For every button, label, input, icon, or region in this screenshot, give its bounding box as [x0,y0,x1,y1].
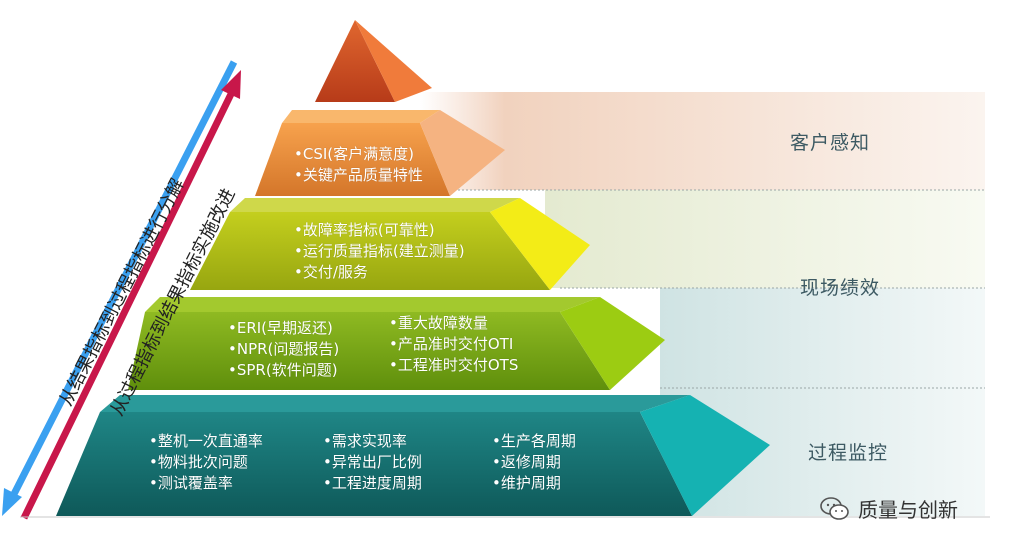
tier5-side [640,395,770,516]
improve-arrow [20,70,241,520]
tier5-top [100,395,690,412]
tier5-item: •整机一次直通率 [149,432,263,450]
tier1-side [355,20,432,102]
tier4-col2: •重大故障数量 •产品准时交付OTI •工程准时交付OTS [389,313,518,376]
wechat-icon [820,496,849,520]
tier5-item: •返修周期 [492,453,561,471]
tier5-item: •工程进度周期 [323,474,422,492]
tier5-col2: •需求实现率 •异常出厂比例 •工程进度周期 [323,431,422,494]
tier3-top [230,198,520,212]
tier3-item: •故障率指标(可靠性) [294,221,435,239]
tier4-front [128,312,610,390]
watermark-text: 质量与创新 [858,498,958,522]
band-customer [420,92,985,190]
tier3-front [190,212,550,290]
tier5-item: •测试覆盖率 [149,474,233,492]
band-field [545,190,985,288]
watermark: 质量与创新 [820,494,958,523]
tier1-front [315,20,395,102]
tier5-item: •维护周期 [492,474,561,492]
level-label-field: 现场绩效 [800,277,881,299]
tier4-item: •ERI(早期返还) [228,319,333,337]
level-label-process: 过程监控 [808,442,889,464]
tier5-item: •需求实现率 [323,432,407,450]
tier3-text: •故障率指标(可靠性) •运行质量指标(建立测量) •交付/服务 [294,220,465,283]
level-label-customer: 客户感知 [790,132,871,154]
tier2-item: •CSI(客户满意度) [294,145,414,163]
tier4-item: •产品准时交付OTI [389,335,514,353]
tier5-item: •异常出厂比例 [323,453,422,471]
tier4-side [560,297,665,390]
tier4-item: •SPR(软件问题) [228,361,338,379]
tier2-side [420,110,505,196]
tier5-col1: •整机一次直通率 •物料批次问题 •测试覆盖率 [149,431,263,494]
tier5-front [56,412,692,516]
tier3-item: •运行质量指标(建立测量) [294,242,465,260]
tier4-item: •重大故障数量 [389,314,488,332]
tier3-side [490,198,590,290]
tier4-col1: •ERI(早期返还) •NPR(问题报告) •SPR(软件问题) [228,318,339,381]
tier2-top [282,110,440,123]
decompose-arrow [2,60,238,516]
tier2-front [255,123,450,196]
tier4-item: •工程准时交付OTS [389,356,519,374]
tier5-col3: •生产各周期 •返修周期 •维护周期 [492,431,576,494]
tier5-item: •物料批次问题 [149,453,248,471]
tier4-item: •NPR(问题报告) [228,340,340,358]
tier2-item: •关键产品质量特性 [294,166,423,184]
tier4-top [145,297,600,312]
tier5-item: •生产各周期 [492,432,576,450]
tier2-text: •CSI(客户满意度) •关键产品质量特性 [294,144,423,186]
tier3-item: •交付/服务 [294,263,368,281]
